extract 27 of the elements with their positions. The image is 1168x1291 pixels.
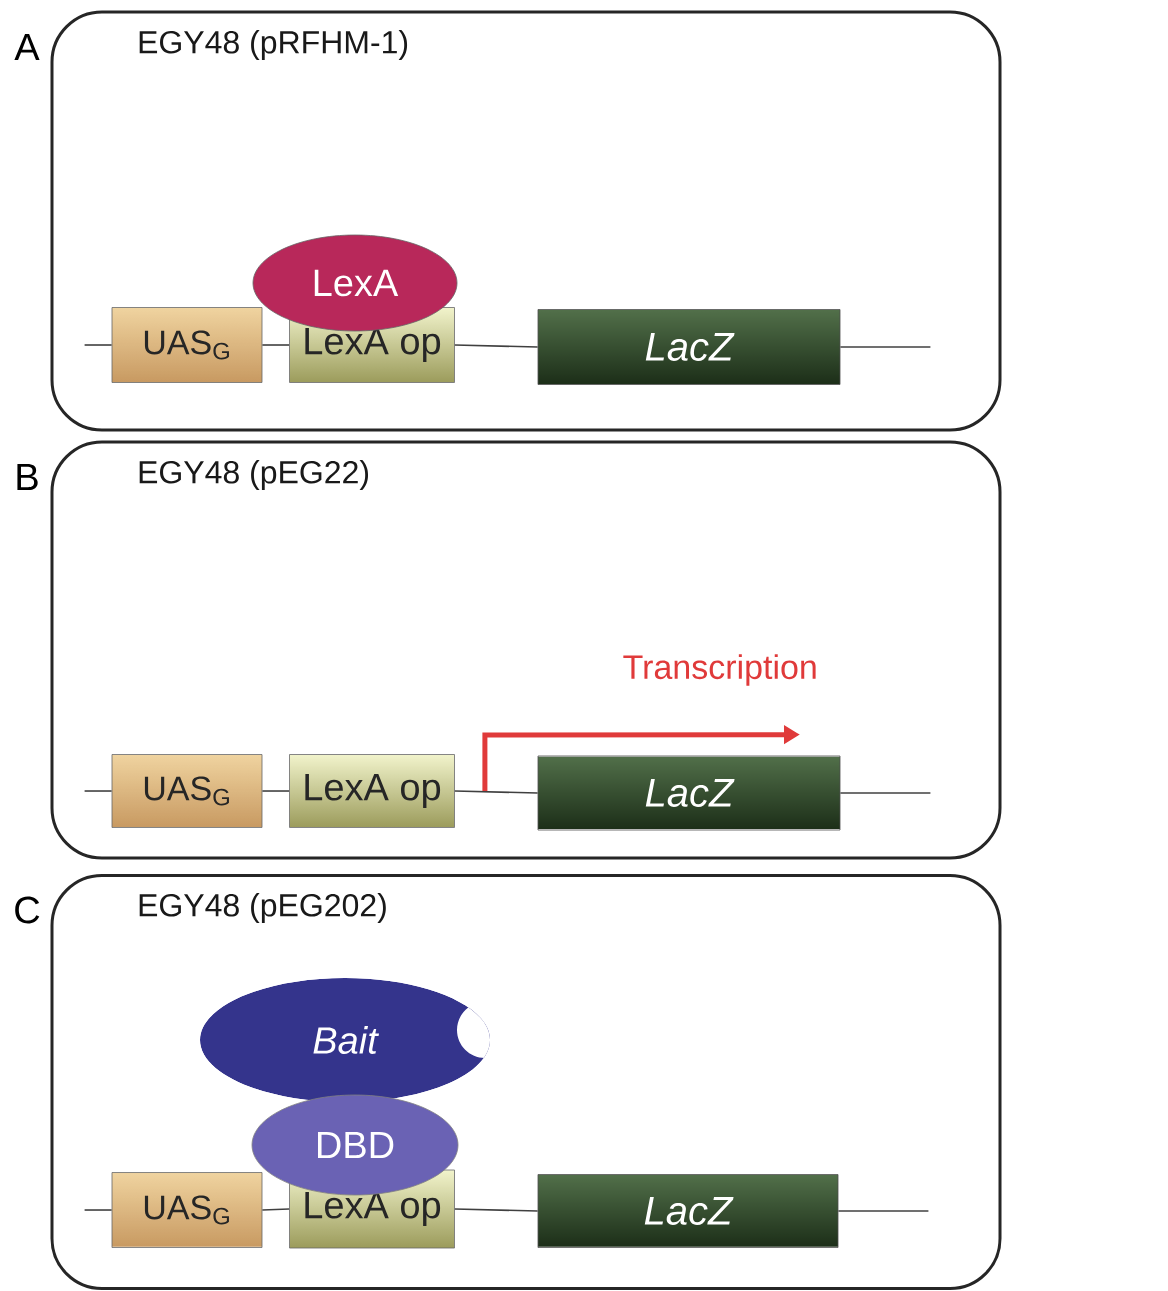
dna-line — [261, 344, 290, 346]
dna-line — [83, 790, 113, 792]
panel-title: EGY48 (pRFHM-1) — [139, 30, 408, 60]
dna-line — [837, 1210, 930, 1212]
dna-line — [839, 792, 932, 794]
dna-line — [839, 346, 932, 348]
gene-box: LacZ — [537, 755, 841, 831]
dna-line — [83, 344, 113, 346]
edge-label: Transcription — [623, 654, 816, 686]
dna-line — [454, 790, 539, 794]
dna-line — [261, 790, 290, 792]
uas-box: UAS$_{G}$ — [111, 1172, 263, 1248]
dna-line — [454, 344, 539, 348]
panel-title: EGY48 (pEG22) — [139, 460, 369, 490]
dna-line — [454, 1208, 539, 1212]
gene-box: LacZ — [537, 309, 841, 385]
panel-title: EGY48 (pEG202) — [139, 893, 386, 923]
operator-box: LexA op — [289, 754, 455, 828]
panel-letter: C — [15, 896, 40, 924]
uas-box: UAS$_{G}$ — [111, 754, 263, 828]
panel-letter: B — [17, 463, 38, 491]
dna-line — [83, 1209, 113, 1211]
bait-protein: Bait — [200, 978, 490, 1102]
uas-box: UAS$_{G}$ — [111, 307, 263, 383]
dna-line — [261, 1208, 290, 1211]
gene-box: LacZ — [537, 1174, 839, 1248]
panel-letter: A — [14, 33, 40, 61]
